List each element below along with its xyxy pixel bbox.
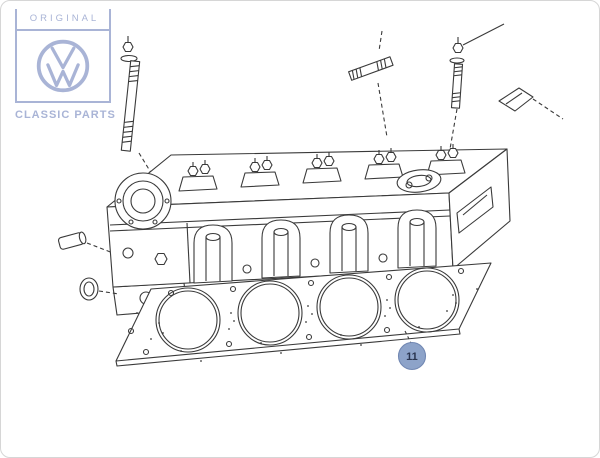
washer-icon xyxy=(120,54,138,63)
stud-top-left xyxy=(120,36,162,190)
callout-balloon[interactable] xyxy=(397,341,427,371)
gasket-bolt-holes xyxy=(127,267,465,356)
plug-part xyxy=(57,231,114,254)
stipple-texture xyxy=(136,288,478,362)
vw-logo-box xyxy=(15,29,111,103)
vw-logo-icon xyxy=(36,39,90,93)
head-gasket xyxy=(115,262,492,367)
original-label: ORIGINAL xyxy=(15,9,111,29)
callout-11[interactable]: 11 xyxy=(397,341,427,371)
seal-cap-part xyxy=(79,277,120,301)
stud-top-right xyxy=(449,23,505,150)
cylinder-bores xyxy=(155,267,460,353)
bracket-part xyxy=(498,87,564,120)
callout-leader-line xyxy=(404,330,412,344)
nut-icon xyxy=(122,41,134,53)
classic-parts-label: CLASSIC PARTS xyxy=(15,109,116,121)
head-end-face xyxy=(448,148,511,270)
brand-watermark: ORIGINAL CLASSIC PARTS xyxy=(15,9,116,121)
stud-middle xyxy=(348,30,394,138)
washer-icon xyxy=(449,57,465,64)
cam-seal-bore xyxy=(114,172,172,230)
nut-icon xyxy=(452,42,464,54)
callout-number: 11 xyxy=(406,351,418,363)
